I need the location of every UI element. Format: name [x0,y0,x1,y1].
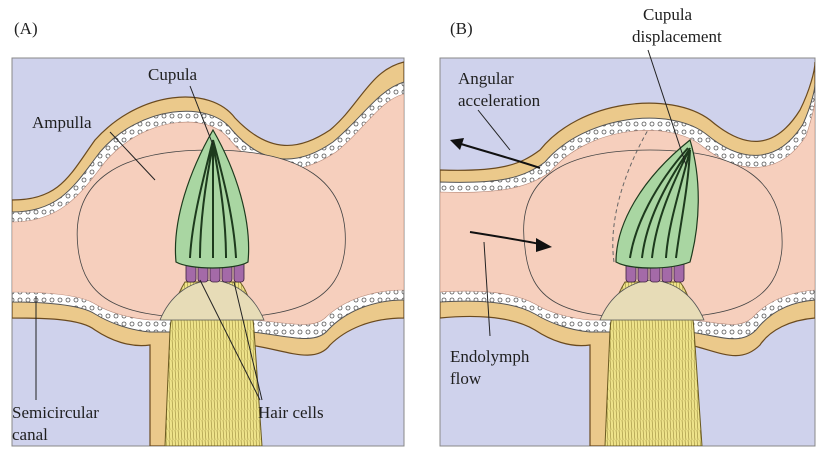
label-semicircular-canal-line1: Semicircular [12,403,99,422]
label-semicircular-canal-line2: canal [12,425,48,444]
panel-a-letter: (A) [14,19,38,38]
label-ampulla: Ampulla [32,113,92,132]
panel-a: (A) [12,19,404,446]
label-angular-acceleration-line2: acceleration [458,91,541,110]
label-cupula: Cupula [148,65,198,84]
panel-b: (B) [440,5,815,446]
label-angular-acceleration-line1: Angular [458,69,514,88]
label-cupula-displacement-line1: Cupula [643,5,693,24]
panel-b-letter: (B) [450,19,473,38]
label-endolymph-flow-line2: flow [450,369,482,388]
label-cupula-displacement-line2: displacement [632,27,722,46]
label-hair-cells: Hair cells [258,403,324,422]
label-endolymph-flow-line1: Endolymph [450,347,530,366]
